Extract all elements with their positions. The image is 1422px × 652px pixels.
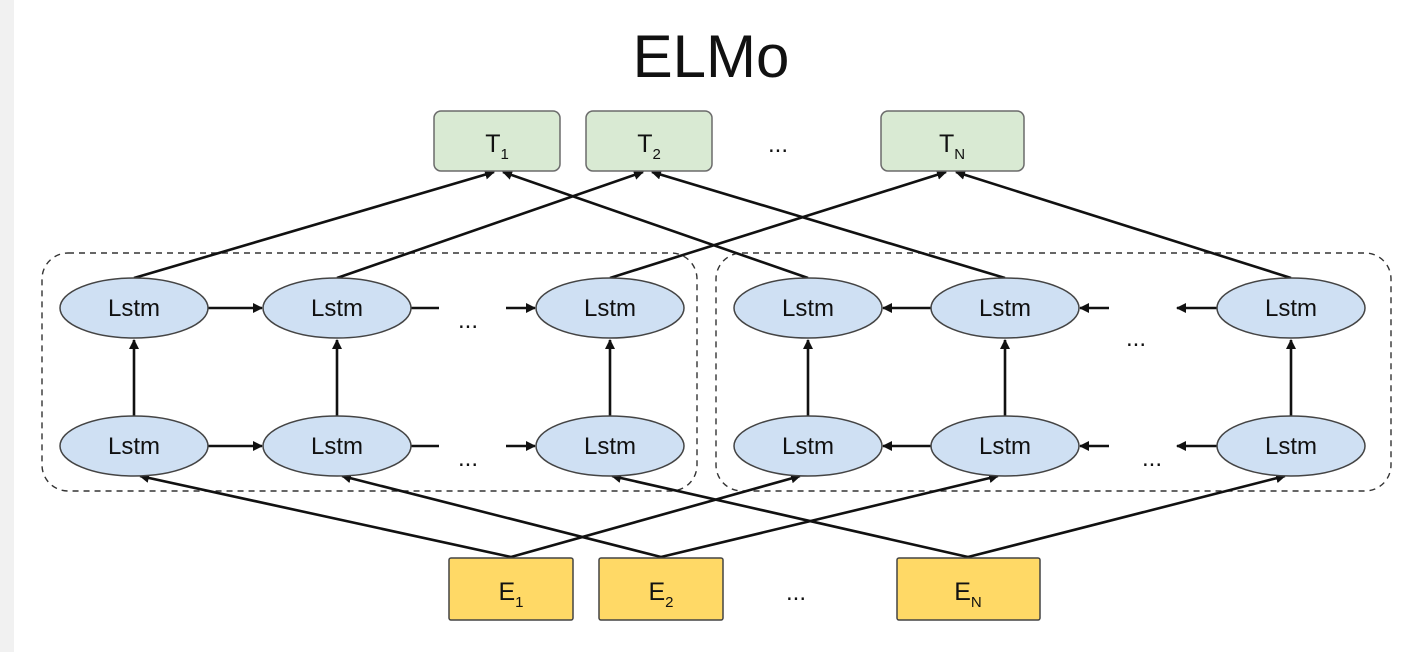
arrow-backward-1-to-t1 — [502, 170, 809, 280]
forward-lstm-bottom-1-label: Lstm — [108, 433, 160, 460]
backward-lstm-top-2: Lstm — [930, 277, 1080, 339]
arrow-backward-2-to-t2 — [651, 169, 1006, 280]
forward-lstm-top-3-label: Lstm — [584, 295, 636, 322]
output-node-tn: TN — [880, 110, 1025, 172]
embedding-e2-base: E — [648, 578, 665, 606]
svg-text:EN: EN — [954, 578, 982, 611]
svg-text:E1: E1 — [498, 578, 523, 611]
output-t2-base: T — [637, 130, 652, 158]
diagram-title: ELMo — [632, 23, 790, 90]
arrow-e2-to-forward-2 — [341, 473, 662, 559]
backward-bottom-ellipsis: ... — [1142, 445, 1162, 472]
arrow-e2-to-backward-2 — [660, 473, 999, 559]
backward-lstm-top-3: Lstm — [1216, 277, 1366, 339]
svg-text:T1: T1 — [485, 130, 509, 163]
arrow-en-to-forward-n — [611, 473, 969, 559]
arrow-forward-1-to-t1 — [133, 169, 495, 280]
connection-arrows — [129, 169, 1296, 559]
backward-lstm-bottom-2: Lstm — [930, 415, 1080, 477]
forward-bottom-ellipsis: ... — [458, 445, 478, 472]
svg-text:E2: E2 — [648, 578, 673, 611]
left-margin-strip — [0, 0, 14, 652]
output-t1-base: T — [485, 130, 500, 158]
output-node-t1: T1 — [433, 110, 561, 172]
embedding-e1-sub: 1 — [515, 594, 523, 611]
backward-top-ellipsis: ... — [1126, 325, 1146, 352]
backward-lstm-group — [715, 252, 1392, 492]
forward-lstm-top-1-label: Lstm — [108, 295, 160, 322]
forward-lstm-bottom-2-label: Lstm — [311, 433, 363, 460]
forward-lstm-top-3: Lstm — [535, 277, 685, 339]
backward-lstm-top-1: Lstm — [733, 277, 883, 339]
forward-lstm-group — [41, 252, 698, 492]
embedding-ellipsis: ... — [786, 579, 806, 606]
embedding-e2-sub: 2 — [665, 594, 673, 611]
backward-lstm-bottom-2-label: Lstm — [979, 433, 1031, 460]
embedding-node-e2: E2 — [598, 557, 724, 621]
forward-lstm-top-2: Lstm — [262, 277, 412, 339]
output-t2-sub: 2 — [652, 146, 660, 163]
embedding-node-en: EN — [896, 557, 1041, 621]
forward-lstm-top-2-label: Lstm — [311, 295, 363, 322]
svg-text:TN: TN — [939, 130, 965, 163]
arrow-forward-n-to-tn — [609, 169, 947, 280]
arrow-backward-n-to-tn — [955, 169, 1292, 280]
embedding-node-e1: E1 — [448, 557, 574, 621]
arrow-e1-to-backward-1 — [510, 473, 801, 559]
forward-lstm-bottom-3: Lstm — [535, 415, 685, 477]
lstm-nodes: LstmLstmLstmLstmLstmLstmLstmLstmLstmLstm… — [59, 277, 1366, 477]
arrow-forward-2-to-t2 — [336, 170, 644, 280]
embedding-en-base: E — [954, 578, 971, 606]
output-tn-sub: N — [954, 146, 965, 163]
arrow-en-to-backward-n — [967, 473, 1286, 559]
forward-lstm-bottom-3-label: Lstm — [584, 433, 636, 460]
embedding-e1-base: E — [498, 578, 515, 606]
backward-lstm-bottom-1: Lstm — [733, 415, 883, 477]
output-ellipsis: ... — [768, 131, 788, 158]
output-tn-base: T — [939, 130, 954, 158]
arrow-e1-to-forward-1 — [139, 473, 512, 559]
backward-lstm-top-1-label: Lstm — [782, 295, 834, 322]
forward-lstm-bottom-1: Lstm — [59, 415, 209, 477]
backward-lstm-bottom-1-label: Lstm — [782, 433, 834, 460]
backward-lstm-bottom-3: Lstm — [1216, 415, 1366, 477]
forward-lstm-top-1: Lstm — [59, 277, 209, 339]
forward-lstm-bottom-2: Lstm — [262, 415, 412, 477]
backward-lstm-top-2-label: Lstm — [979, 295, 1031, 322]
embedding-en-sub: N — [971, 594, 982, 611]
output-node-t2: T2 — [585, 110, 713, 172]
forward-top-ellipsis: ... — [458, 307, 478, 334]
backward-lstm-bottom-3-label: Lstm — [1265, 433, 1317, 460]
output-t1-sub: 1 — [500, 146, 508, 163]
backward-lstm-top-3-label: Lstm — [1265, 295, 1317, 322]
svg-text:T2: T2 — [637, 130, 661, 163]
